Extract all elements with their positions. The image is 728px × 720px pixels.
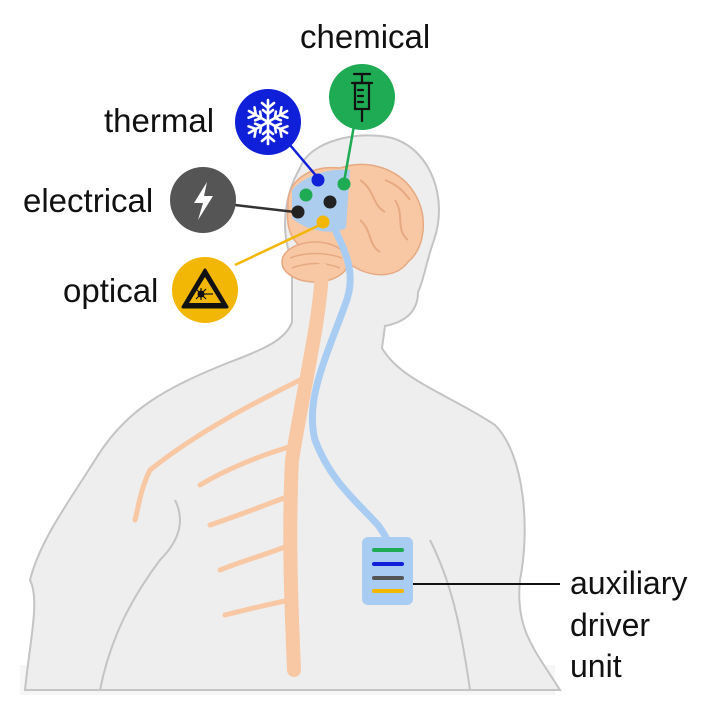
electrical-electrode-2 [323,195,337,209]
body-silhouette [23,134,562,691]
chemical-electrode [337,177,351,191]
driver-unit-label: auxiliary driver unit [570,563,687,688]
spinal-cord [283,263,329,677]
thermal-badge [235,89,301,155]
thermal-label: thermal [104,102,215,139]
driver-label-line1: auxiliary [570,565,688,601]
driver-label-line2: driver [570,606,651,643]
electrical-badge [170,167,236,233]
chemical-connector [342,119,357,183]
driver-stripe-electrical [372,576,404,580]
optical-electrode [316,215,330,229]
cerebellum-folds [289,252,343,269]
snowflake-icon [244,98,292,146]
peripheral-nerves [132,377,303,618]
implant-patch [292,169,350,232]
driver-unit [362,537,413,605]
electrical-label: electrical [23,182,154,219]
thermal-connector [289,144,319,179]
electrical-electrode [291,205,305,219]
laser-warning-icon [181,268,229,309]
waist-contour [429,539,471,691]
optical-badge [172,257,238,323]
optical-label: optical [63,272,159,309]
lightning-icon [194,182,213,220]
thermal-electrode [311,173,325,187]
arm-contour [99,499,181,691]
syringe-icon [350,72,374,123]
chemical-badge [329,64,395,130]
optical-connector [234,222,323,267]
driver-stripe-thermal [372,562,404,566]
brain-folds [359,179,411,253]
electrical-connector [234,203,296,214]
chemical-label: chemical [300,18,431,55]
implant-cable [308,228,392,549]
driver-stripe-optical [372,589,404,593]
driver-label-line3: unit [570,648,622,685]
chemical-electrode-2 [299,188,313,202]
driver-stripe-chemical [372,548,404,552]
